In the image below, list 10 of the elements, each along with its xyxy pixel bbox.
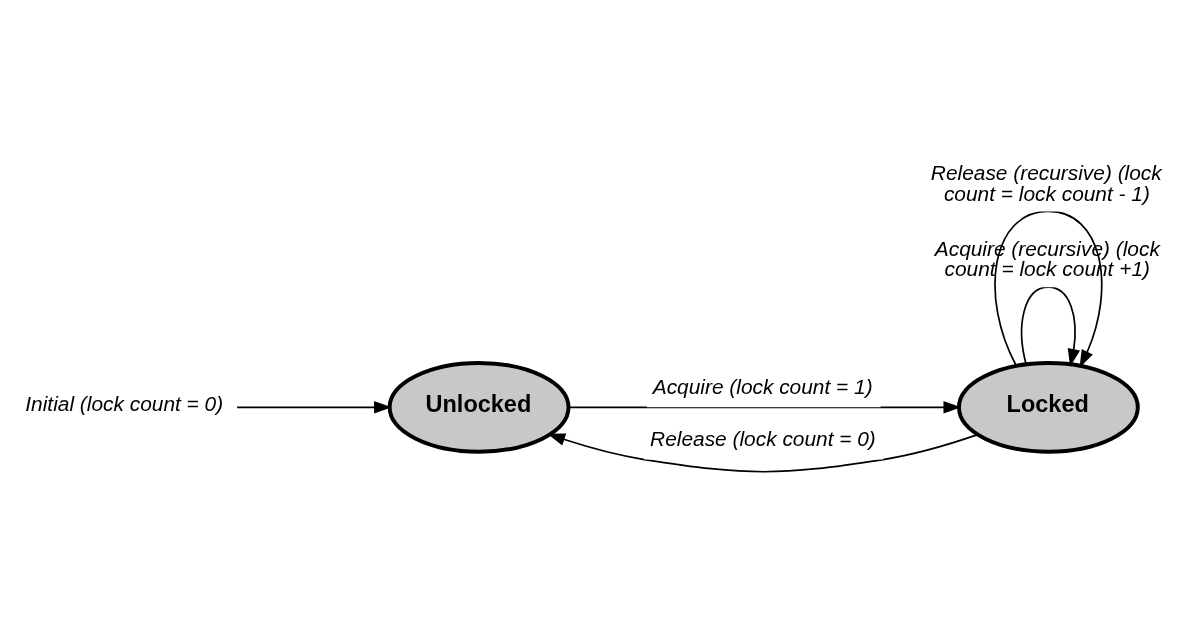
arrow	[236, 401, 392, 414]
node-ellipse: Unlocked	[387, 360, 571, 454]
arrow	[547, 433, 979, 473]
edge-label: Acquire (lock count = 1)	[652, 374, 873, 398]
node-ellipse: Locked	[956, 360, 1140, 454]
arrow	[1020, 286, 1080, 367]
node-text: Initial (lock count = 0)	[25, 391, 224, 415]
edge-label: Release (lock count = 0)	[650, 427, 876, 451]
arrow	[568, 401, 962, 414]
edge-label: Release (recursive) (lock count = lock count - 1)	[930, 160, 1162, 205]
